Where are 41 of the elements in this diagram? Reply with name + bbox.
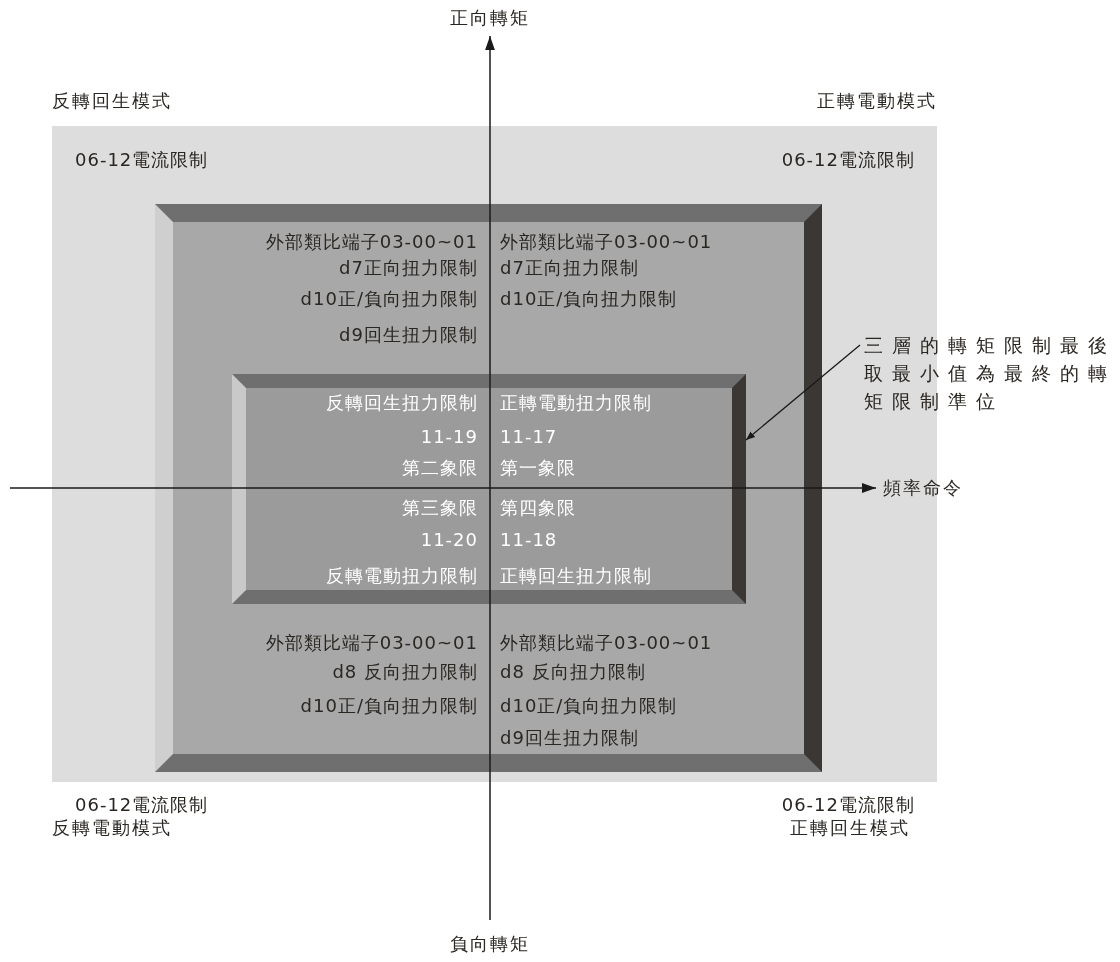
limit-label: 06-12電流限制 xyxy=(75,793,209,817)
limit-label: 反轉回生扭力限制 xyxy=(326,391,478,415)
limit-label: 第二象限 xyxy=(402,456,478,480)
axis-label: 反轉電動模式 xyxy=(52,816,172,840)
limit-label: d9回生扭力限制 xyxy=(500,726,639,750)
leader-arrow xyxy=(745,344,861,441)
limit-label: d9回生扭力限制 xyxy=(339,323,478,347)
bevel-panel xyxy=(155,204,822,772)
limit-label: d10正/負向扭力限制 xyxy=(300,694,478,718)
axis-label: 負向轉矩 xyxy=(450,932,530,956)
limit-label: 反轉電動扭力限制 xyxy=(326,564,478,588)
limit-label: d7正向扭力限制 xyxy=(500,256,639,280)
axis-label: 頻率命令 xyxy=(883,476,963,500)
limit-label: d8 反向扭力限制 xyxy=(500,660,646,684)
limit-label: d10正/負向扭力限制 xyxy=(500,287,678,311)
axis-label: 正轉電動模式 xyxy=(817,89,937,113)
limit-label: 11-17 xyxy=(500,425,558,449)
limit-label: 06-12電流限制 xyxy=(75,148,209,172)
limit-label: d8 反向扭力限制 xyxy=(332,660,478,684)
limit-label: 11-18 xyxy=(500,528,558,552)
limit-label: 外部類比端子03-00~01 xyxy=(265,230,478,254)
limit-label: 第三象限 xyxy=(402,496,478,520)
limit-label: d7正向扭力限制 xyxy=(339,256,478,280)
limit-label: 11-19 xyxy=(420,425,478,449)
callout-text: 三層的轉矩限制最後取最小值為最終的轉矩限制準位 xyxy=(864,333,1117,414)
axis-label: 正向轉矩 xyxy=(450,6,530,30)
limit-label: 06-12電流限制 xyxy=(781,148,915,172)
axis-label: 正轉回生模式 xyxy=(790,816,910,840)
limit-label: 外部類比端子03-00~01 xyxy=(500,631,713,655)
bevel-panel xyxy=(232,374,746,604)
limit-label: 正轉電動扭力限制 xyxy=(500,391,652,415)
limit-label: d10正/負向扭力限制 xyxy=(500,694,678,718)
limit-label: 外部類比端子03-00~01 xyxy=(265,631,478,655)
axis-label: 反轉回生模式 xyxy=(52,89,172,113)
limit-label: 11-20 xyxy=(420,528,478,552)
limit-label: 正轉回生扭力限制 xyxy=(500,564,652,588)
limit-label: 06-12電流限制 xyxy=(781,793,915,817)
limit-label: 第一象限 xyxy=(500,456,576,480)
limit-label: d10正/負向扭力限制 xyxy=(300,287,478,311)
limit-label: 外部類比端子03-00~01 xyxy=(500,230,713,254)
limit-label: 第四象限 xyxy=(500,496,576,520)
